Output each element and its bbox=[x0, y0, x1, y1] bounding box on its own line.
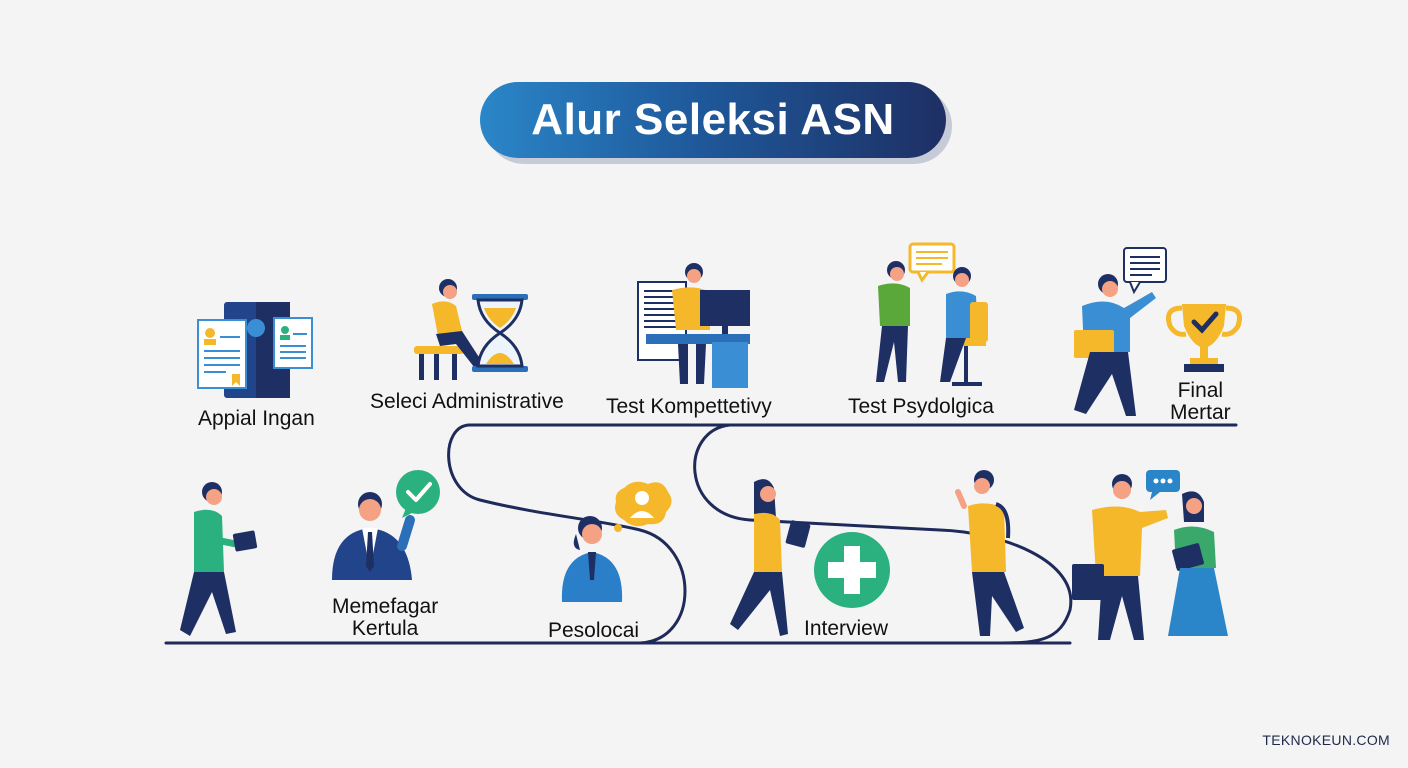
walking-woman-tablet-icon bbox=[724, 474, 824, 649]
watermark: TEKNOKEUN.COM bbox=[1262, 732, 1390, 748]
page-title: Alur Seleksi ASN bbox=[531, 95, 895, 144]
step-label-interview: Interview bbox=[804, 617, 889, 640]
title-banner: Alur Seleksi ASN bbox=[480, 82, 946, 158]
computer-desk-icon bbox=[636, 262, 756, 395]
consultation-icon bbox=[866, 242, 996, 399]
step-label-psychological-test: Test Psydolgica bbox=[848, 395, 994, 418]
walking-person-tablet-icon bbox=[176, 480, 266, 651]
step-label-competency-test: Test Kompettetivy bbox=[606, 395, 772, 418]
documents-icon bbox=[196, 300, 316, 405]
people-talking-icon bbox=[1070, 468, 1240, 651]
step-label-application: Appial Ingan bbox=[198, 407, 315, 430]
medical-cross-icon bbox=[812, 530, 892, 615]
trophy-icon bbox=[1066, 246, 1246, 429]
hourglass-icon bbox=[414, 276, 534, 389]
checkmark-bubble-icon bbox=[328, 470, 448, 587]
step-label-final: Final Mertar bbox=[1170, 379, 1231, 424]
person-thought-icon bbox=[558, 478, 678, 611]
step-label-pesolocai: Pesolocai bbox=[548, 619, 640, 642]
step-label-administrative: Seleci Administrative bbox=[370, 390, 564, 413]
walking-person-backpack-icon bbox=[946, 468, 1036, 649]
step-label-memefagar: Memefagar Kertula bbox=[332, 595, 439, 640]
